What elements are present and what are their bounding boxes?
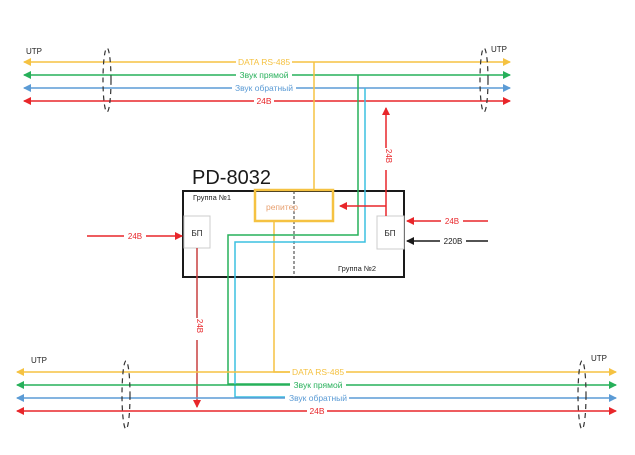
- psu-left-box: [183, 215, 211, 249]
- bottom-sound-forward-label: Звук прямой: [294, 380, 343, 390]
- top-sound-return-label: Звук обратный: [235, 83, 293, 93]
- vertical-links: 24В 24В: [191, 62, 393, 408]
- bottom-right-utp-label: UTP: [591, 354, 607, 363]
- device-title: PD-8032: [192, 167, 271, 189]
- bottom-left-utp-bundle: [121, 360, 131, 430]
- group2-label: Группа №2: [338, 264, 376, 273]
- power-inputs: 24В 24В 220В: [87, 216, 488, 246]
- device-pd-8032: PD-8032 Группа №1 Группа №2 репитер БП Б…: [182, 167, 405, 278]
- bottom-left-utp-label: UTP: [31, 356, 47, 365]
- top-bus: DATA RS-485 Звук прямой Звук обратный 24…: [23, 45, 511, 113]
- top-right-utp-bundle: [479, 47, 489, 113]
- bottom-right-utp-bundle: [577, 360, 587, 430]
- top-sound-forward-label: Звук прямой: [240, 70, 289, 80]
- bottom-power-label: 24В: [309, 406, 324, 416]
- input-left-24v-label: 24В: [128, 232, 142, 241]
- data-bottom-drop: [273, 221, 295, 373]
- psu-left-label: БП: [192, 229, 203, 238]
- power-up-label: 24В: [384, 149, 393, 163]
- repeater-label: репитер: [266, 202, 298, 212]
- psu-right-box: [376, 215, 405, 250]
- sound-forward-link: [227, 75, 359, 385]
- bottom-data-label: DATA RS-485: [292, 367, 344, 377]
- input-right-24v-label: 24В: [445, 217, 459, 226]
- top-power-label: 24В: [256, 96, 271, 106]
- repeater-box: [253, 188, 335, 223]
- psu-right-label: БП: [385, 229, 396, 238]
- group1-label: Группа №1: [193, 193, 231, 202]
- bottom-sound-return-label: Звук обратный: [289, 393, 347, 403]
- input-right-220v-label: 220В: [444, 237, 463, 246]
- power-down-label: 24В: [195, 319, 204, 333]
- bottom-bus: DATA RS-485 Звук прямой Звук обратный 24…: [16, 354, 617, 430]
- top-left-utp-bundle: [102, 47, 112, 113]
- top-left-utp-label: UTP: [26, 47, 42, 56]
- sound-return-link: [234, 88, 366, 398]
- top-data-label: DATA RS-485: [238, 57, 290, 67]
- top-right-utp-label: UTP: [491, 45, 507, 54]
